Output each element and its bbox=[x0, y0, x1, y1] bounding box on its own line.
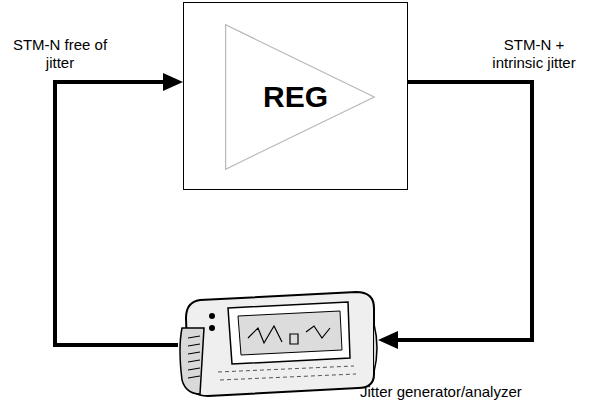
signal-label: STM-N free of jitter bbox=[4, 36, 116, 72]
jitter-analyzer: Jitter generator/analyzer bbox=[178, 288, 378, 400]
node-title: REG bbox=[184, 81, 407, 113]
regenerator-box: REG bbox=[183, 2, 408, 190]
signal-connector bbox=[55, 73, 183, 345]
signal-label: STM-N + intrinsic jitter bbox=[478, 36, 590, 72]
test-instrument bbox=[178, 288, 378, 400]
device-label: Jitter generator/analyzer bbox=[360, 383, 522, 401]
